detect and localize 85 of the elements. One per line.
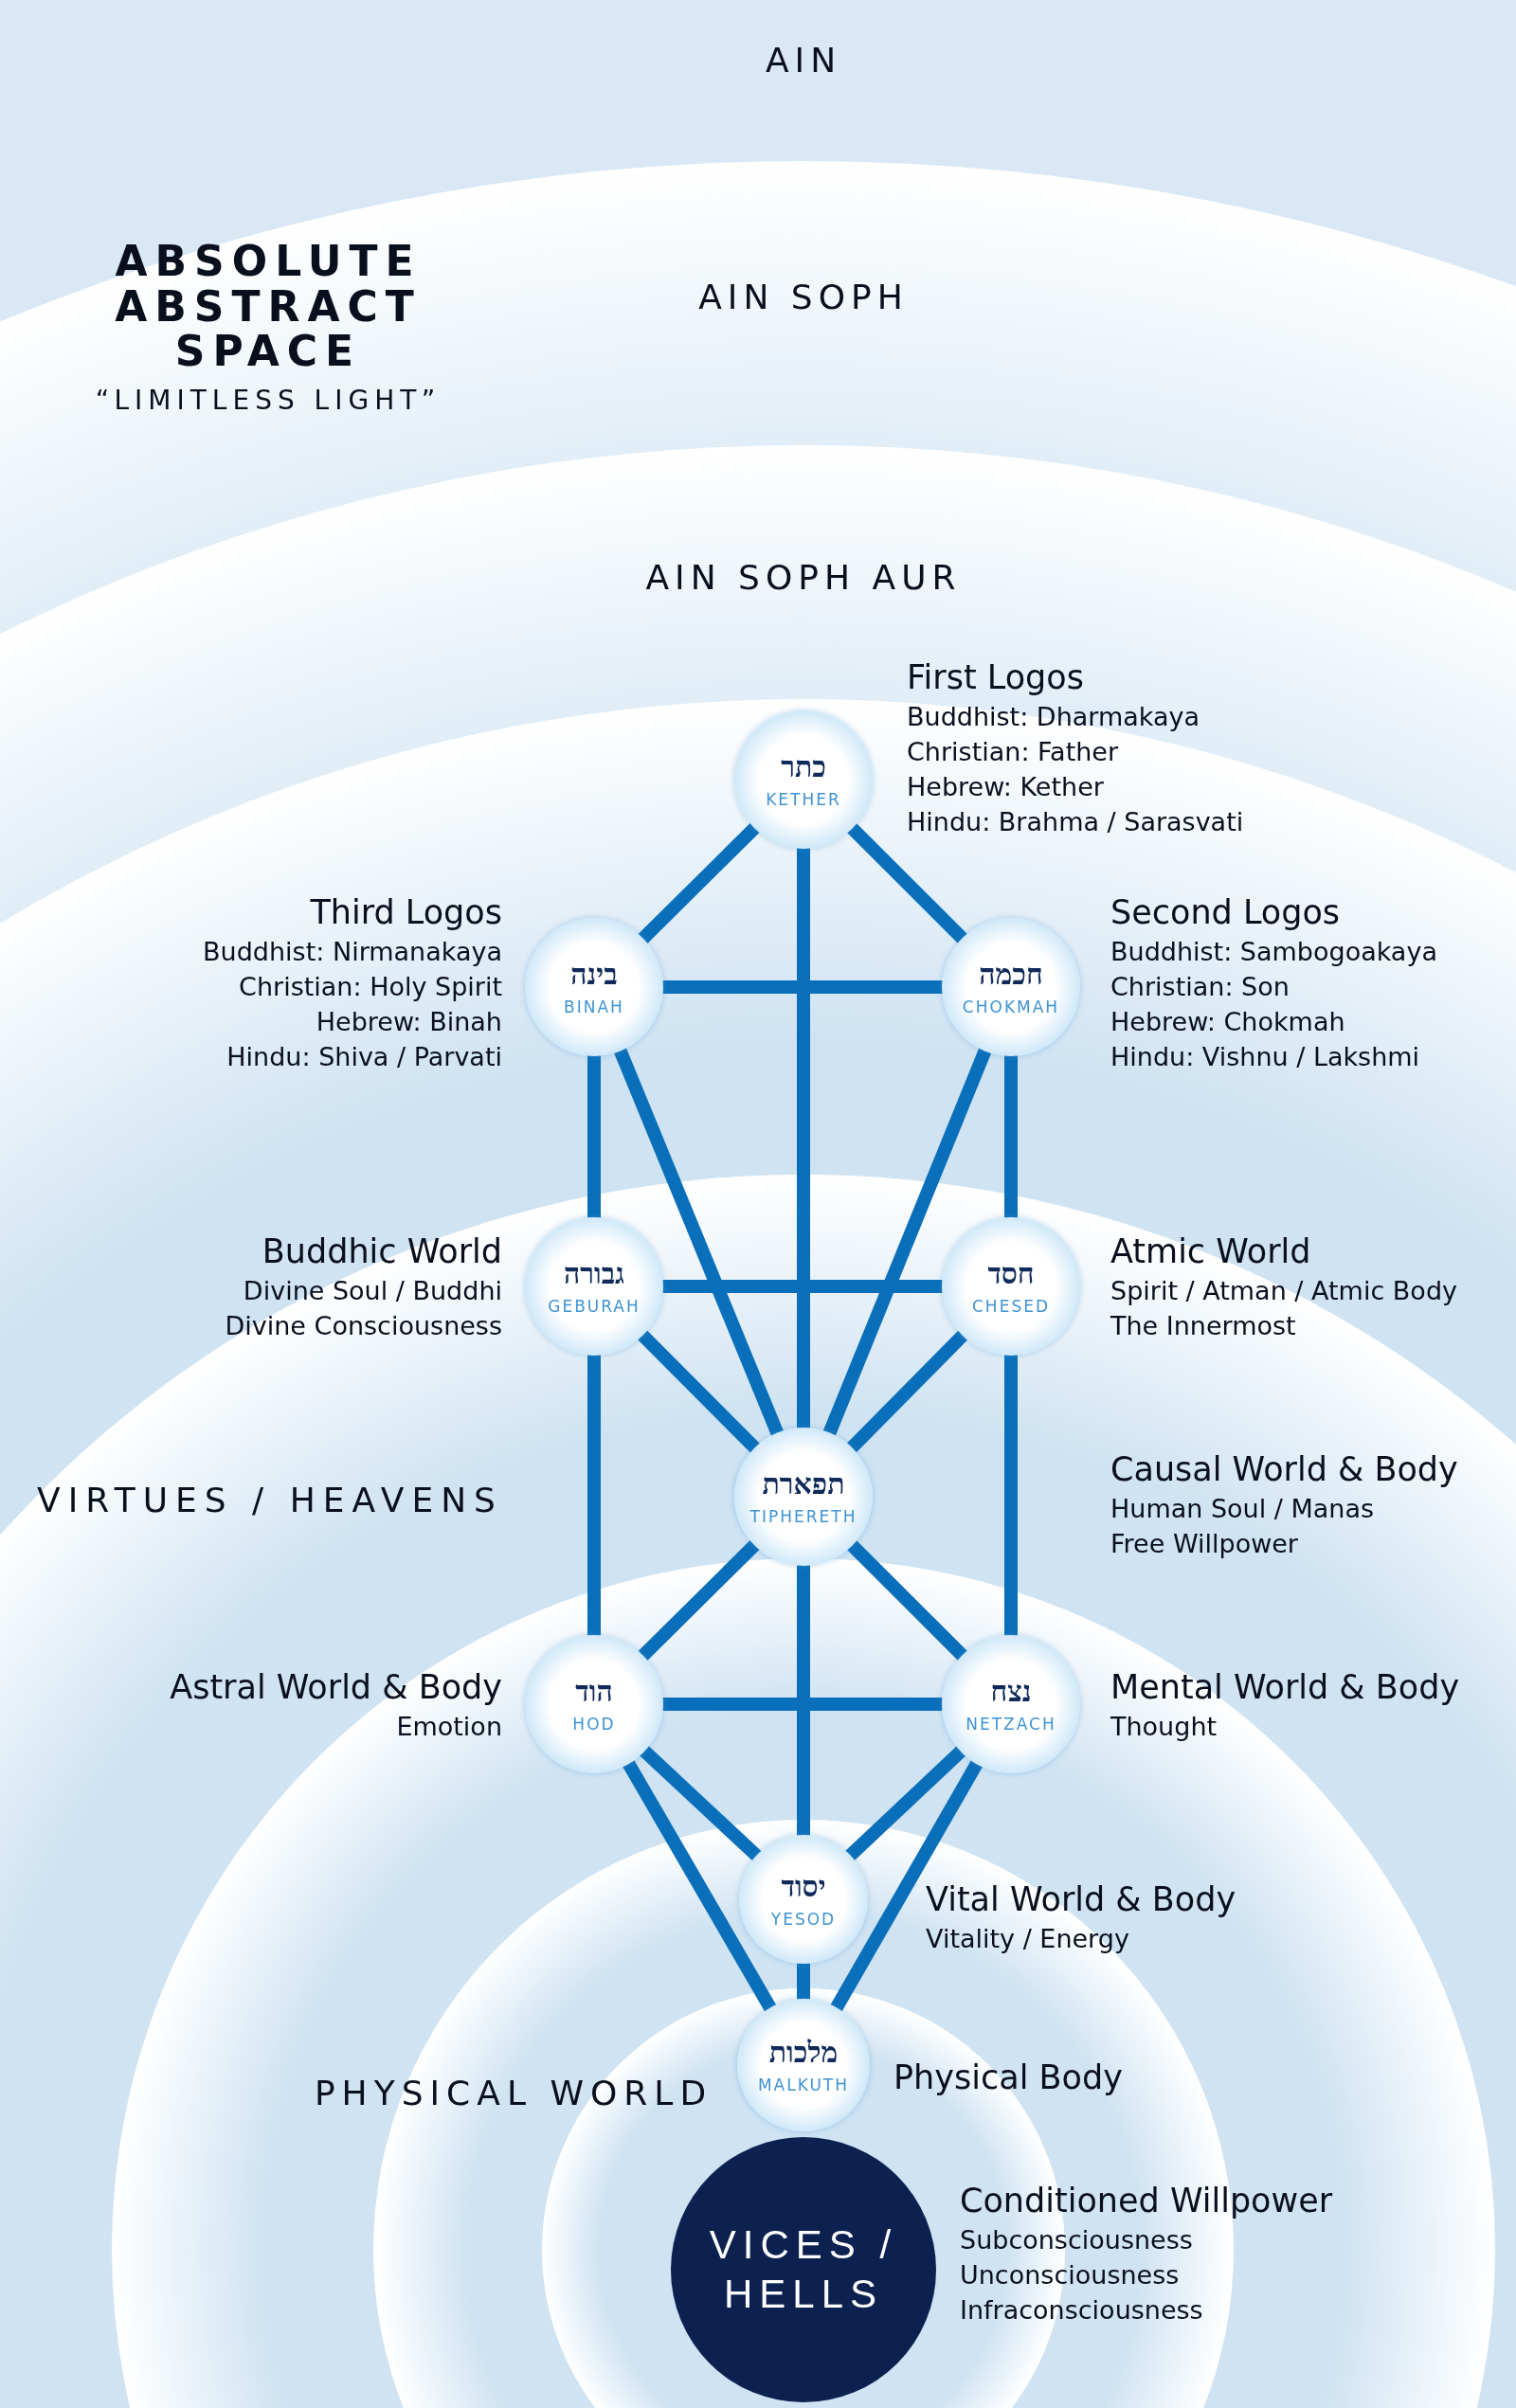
transliteration: CHESED xyxy=(972,1296,1050,1316)
region-label: AIN SOPH xyxy=(697,277,910,318)
path-line xyxy=(661,1698,944,1711)
transliteration: KETHER xyxy=(766,789,841,809)
region-label: AIN SOPH AUR xyxy=(644,557,963,599)
path-line xyxy=(639,1745,763,1862)
side-heading: Causal World & Body xyxy=(1110,1449,1459,1490)
path-line xyxy=(797,1962,810,2001)
side-text-line: Spirit / Atman / Atmic Body xyxy=(1110,1275,1458,1307)
side-text-line: Thought xyxy=(1110,1711,1218,1743)
side-text-line: Infraconsciousness xyxy=(960,2294,1204,2327)
side-text-line: Unconsciousness xyxy=(960,2259,1181,2291)
hebrew-name: גבורה xyxy=(564,1257,624,1289)
transliteration: HOD xyxy=(572,1714,616,1734)
path-line xyxy=(822,1047,992,1437)
transliteration: NETZACH xyxy=(966,1714,1056,1734)
side-text-line: Free Willpower xyxy=(1110,1528,1299,1560)
path-line xyxy=(1004,1054,1018,1219)
circle-label: VICES / HELLS xyxy=(708,2220,899,2318)
path-line xyxy=(661,980,944,994)
transliteration: TIPHERETH xyxy=(749,1506,857,1526)
hebrew-name: מלכות xyxy=(768,2036,839,2068)
path-line xyxy=(587,1354,601,1637)
hebrew-name: תפארת xyxy=(762,1467,845,1500)
transliteration: CHOKMAH xyxy=(962,997,1060,1016)
hebrew-name: חסד xyxy=(987,1257,1035,1289)
side-text-line: Human Soul / Manas xyxy=(1110,1493,1376,1525)
side-heading: Second Logos xyxy=(1110,892,1342,933)
hebrew-name: הוד xyxy=(575,1675,613,1707)
side-heading: Astral World & Body xyxy=(169,1667,502,1708)
side-text-line: Christian: Son xyxy=(1110,971,1290,1003)
region-label: AIN xyxy=(764,40,843,81)
side-text-line: Divine Soul / Buddhi xyxy=(242,1275,502,1307)
path-line xyxy=(661,1280,944,1293)
hebrew-name: חכמה xyxy=(979,958,1043,990)
region-label: PHYSICAL WORLD xyxy=(313,2073,714,2114)
side-text-line: Buddhist: Sambogoakaya xyxy=(1110,936,1438,968)
transliteration: BINAH xyxy=(564,997,624,1016)
path-line xyxy=(1004,1354,1018,1637)
path-line xyxy=(797,1564,810,1837)
side-text-line: Hebrew: Chokmah xyxy=(1110,1006,1346,1038)
hebrew-name: יסוד xyxy=(781,1870,826,1902)
path-line xyxy=(829,1759,984,2013)
hebrew-name: כתר xyxy=(781,750,826,782)
side-text-line: Hindu: Vishnu / Lakshmi xyxy=(1110,1041,1421,1073)
side-text-line: Hebrew: Binah xyxy=(315,1006,502,1038)
transliteration: GEBURAH xyxy=(548,1296,641,1316)
side-heading: First Logos xyxy=(907,657,1085,698)
side-heading: Physical Body xyxy=(893,2058,1124,2098)
side-text-line: Hebrew: Kether xyxy=(907,771,1105,803)
side-text-line: Emotion xyxy=(395,1711,502,1743)
path-line xyxy=(613,1047,785,1437)
path-line xyxy=(587,1054,601,1219)
side-text-line: Buddhist: Dharmakaya xyxy=(907,701,1200,733)
path-line xyxy=(797,847,810,1429)
side-text-line: Divine Consciousness xyxy=(224,1310,502,1342)
side-heading: Conditioned Willpower xyxy=(960,2181,1334,2221)
path-line xyxy=(845,1329,969,1454)
side-heading: Buddhic World xyxy=(261,1231,502,1272)
side-text-line: Christian: Father xyxy=(907,736,1120,768)
side-text-line: Hindu: Brahma / Sarasvati xyxy=(907,806,1245,838)
side-heading: Vital World & Body xyxy=(926,1879,1237,1920)
hebrew-name: בינה xyxy=(570,958,618,990)
transliteration: YESOD xyxy=(770,1909,837,1929)
region-label: VIRTUES / HEAVENS xyxy=(36,1480,504,1521)
side-heading: Third Logos xyxy=(309,892,502,933)
heading-text: ABSOLUTE ABSTRACT SPACE xyxy=(114,239,423,374)
side-heading: Mental World & Body xyxy=(1110,1667,1461,1708)
path-line xyxy=(637,1539,761,1662)
path-line xyxy=(846,822,968,944)
side-text-line: Hindu: Shiva / Parvati xyxy=(226,1041,502,1073)
side-text-line: Vitality / Energy xyxy=(926,1923,1130,1955)
region-label: “LIMITLESS LIGHT” xyxy=(94,385,442,417)
path-line xyxy=(622,1758,777,2013)
path-line xyxy=(637,1329,761,1454)
path-line xyxy=(846,1539,968,1662)
path-line xyxy=(637,822,761,944)
side-heading: Atmic World xyxy=(1110,1231,1312,1272)
path-line xyxy=(844,1745,967,1861)
hebrew-name: נצח xyxy=(990,1675,1032,1707)
side-text-line: Buddhist: Nirmanakaya xyxy=(202,936,502,968)
side-text-line: Christian: Holy Spirit xyxy=(238,971,502,1003)
transliteration: MALKUTH xyxy=(757,2075,850,2094)
side-text-line: The Innermost xyxy=(1110,1310,1297,1342)
side-text-line: Subconsciousness xyxy=(960,2224,1194,2256)
